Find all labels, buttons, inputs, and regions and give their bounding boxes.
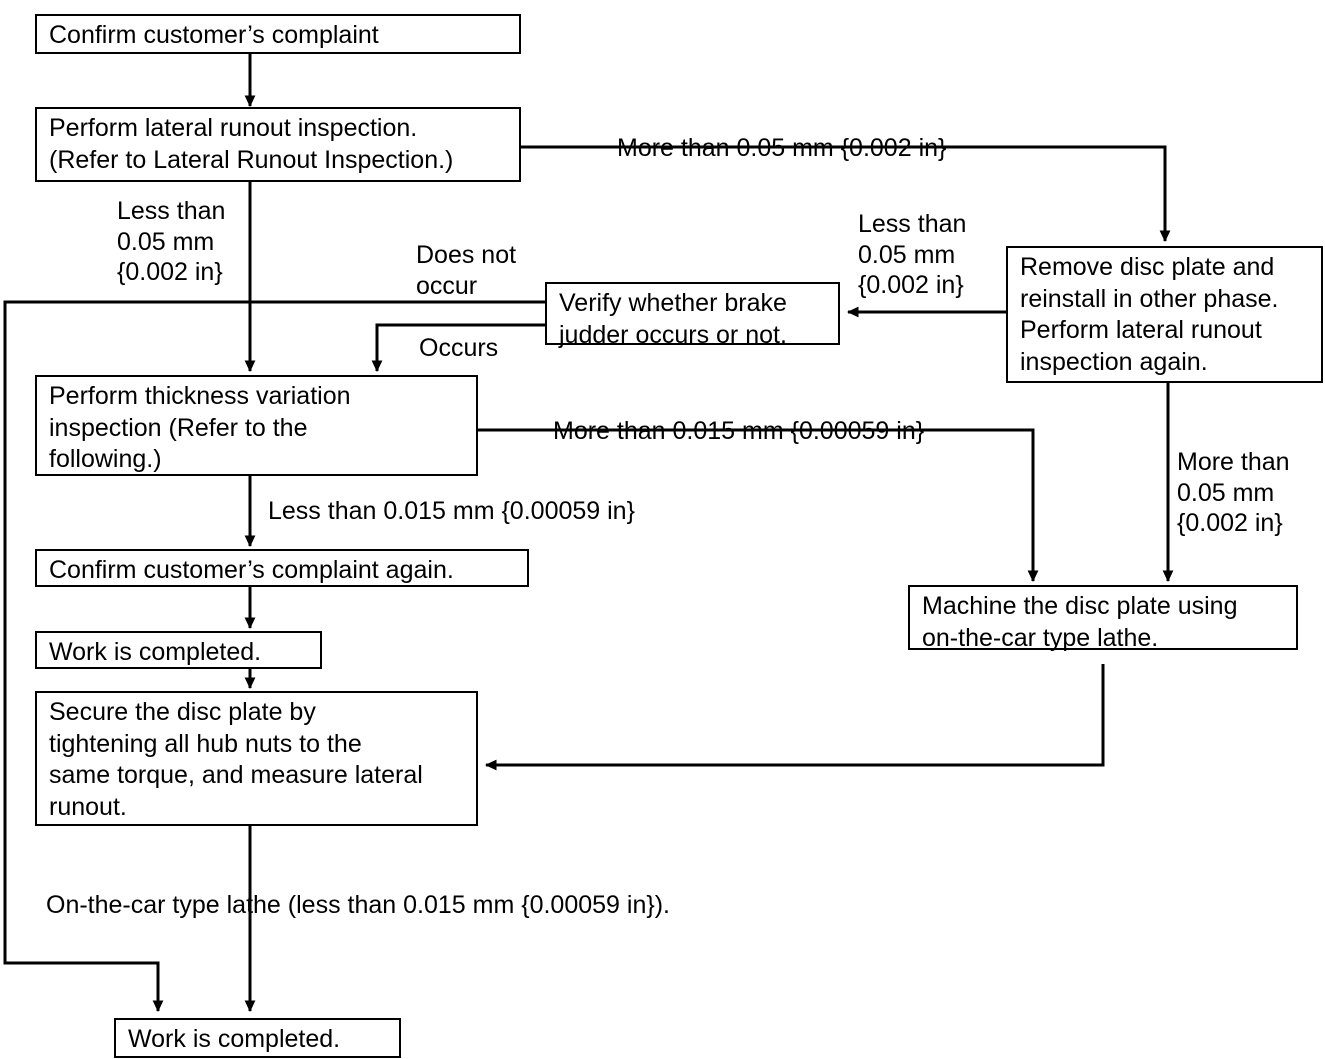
- node-thickness-variation[interactable]: Perform thickness variation inspection (…: [35, 375, 478, 476]
- edge-machine-to-secure: [485, 664, 1105, 771]
- edge-label-more-than-005-right: More than 0.05 mm {0.002 in}: [1177, 448, 1290, 537]
- node-lateral-runout-inspection[interactable]: Perform lateral runout inspection. (Refe…: [35, 107, 521, 182]
- node-secure-disc-plate[interactable]: Secure the disc plate by tightening all …: [35, 691, 478, 826]
- edge-label-more-than-005-top: More than 0.05 mm {0.002 in}: [617, 134, 947, 162]
- edge-verify-occurs: [371, 323, 545, 372]
- edge-label-occurs: Occurs: [419, 334, 499, 362]
- edge-verify-does-not-occur: [3, 300, 545, 1012]
- node-confirm-complaint-again[interactable]: Confirm customer’s complaint again.: [35, 549, 529, 587]
- edge-label-less-than-005-left: Less than 0.05 mm {0.002 in}: [117, 197, 226, 286]
- edge-label-less-than-0015: Less than 0.015 mm {0.00059 in}: [268, 497, 635, 525]
- edge-label-does-not-occur: Does not occur: [416, 241, 517, 300]
- node-remove-disc-plate[interactable]: Remove disc plate and reinstall in other…: [1006, 246, 1323, 383]
- node-machine-disc-plate[interactable]: Machine the disc plate using on-the-car …: [908, 585, 1298, 652]
- edge-label-less-than-005-right: Less than 0.05 mm {0.002 in}: [858, 210, 967, 299]
- node-work-completed-bottom[interactable]: Work is completed.: [114, 1018, 401, 1058]
- edge-lateral-to-remove: [521, 145, 1171, 242]
- edge-label-more-than-0015: More than 0.015 mm {0.00059 in}: [553, 417, 925, 445]
- node-work-completed-mid[interactable]: Work is completed.: [35, 631, 322, 669]
- node-verify-judder[interactable]: Verify whether brake judder occurs or no…: [545, 282, 840, 349]
- annotation-on-the-car-lathe-note: On-the-car type lathe (less than 0.015 m…: [46, 891, 670, 919]
- node-confirm-complaint[interactable]: Confirm customer’s complaint: [35, 14, 521, 54]
- edge-thickness-to-machine: [478, 428, 1039, 582]
